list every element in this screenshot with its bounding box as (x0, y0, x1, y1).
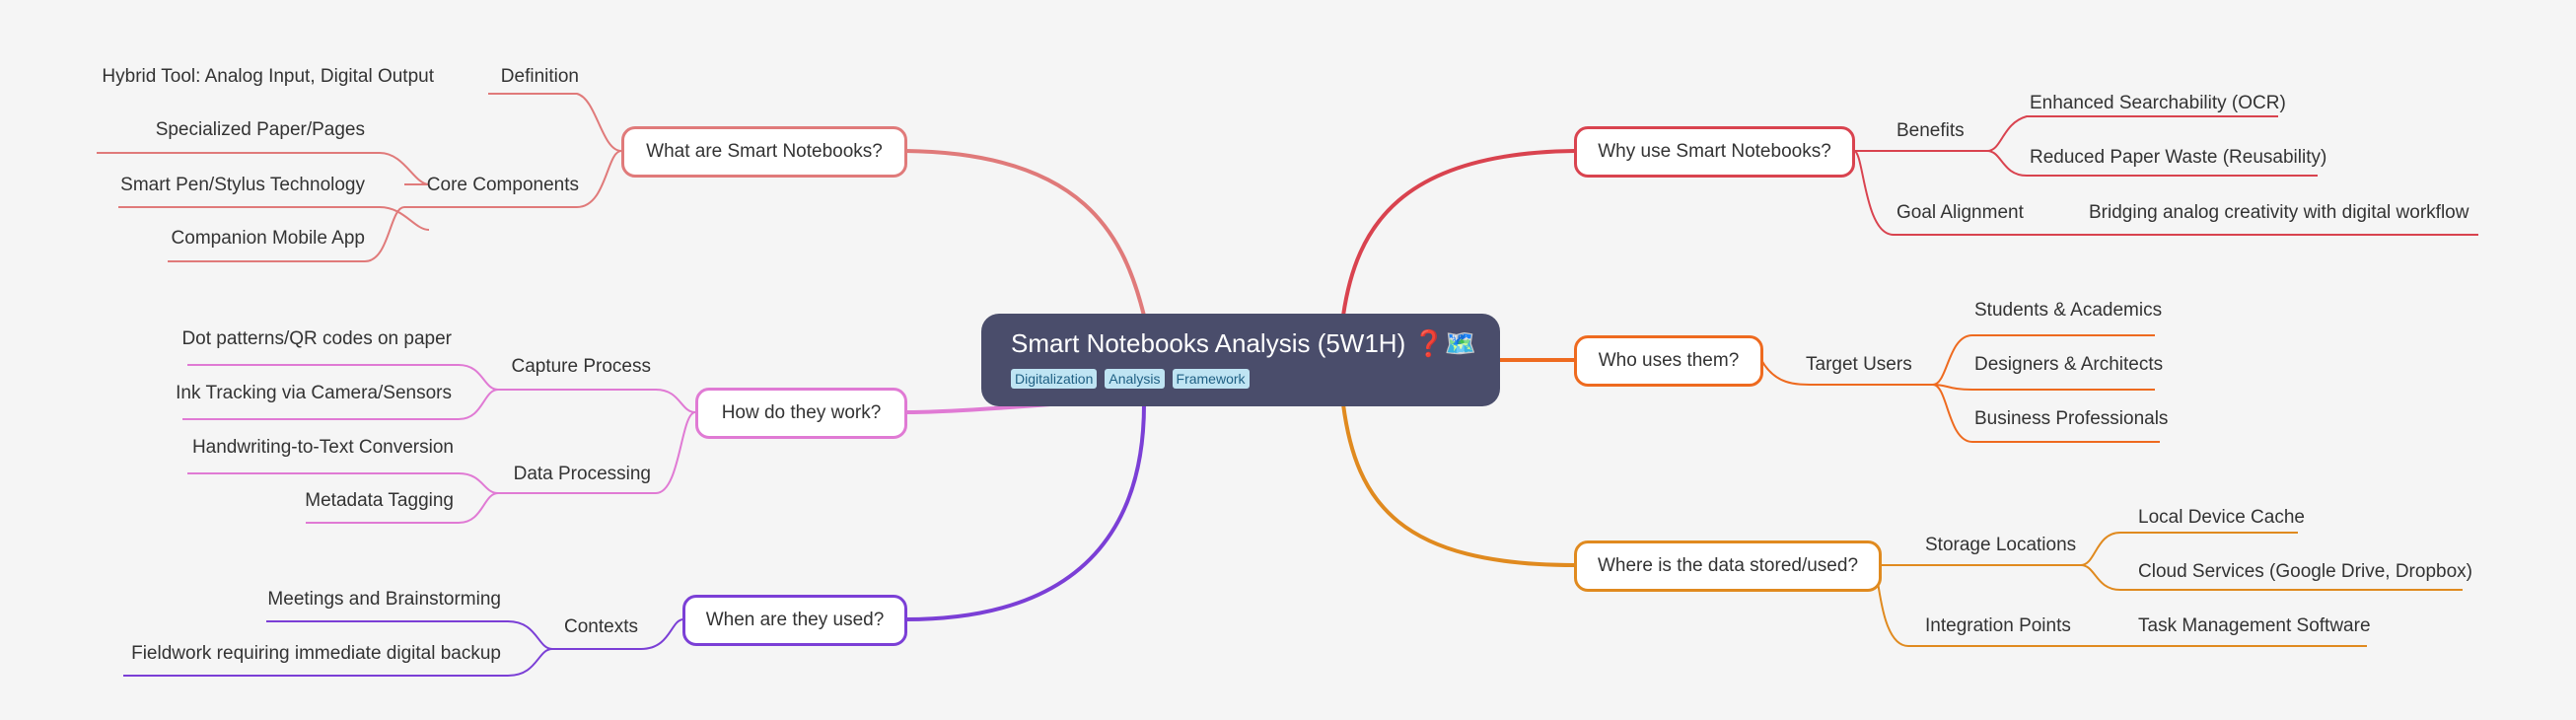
when-contexts-item[interactable]: Fieldwork requiring immediate digital ba… (131, 643, 501, 664)
connector-root-where (1341, 403, 1576, 567)
root-title: Smart Notebooks Analysis (5W1H) ❓🗺️ (1011, 328, 1477, 358)
why-goal[interactable]: Goal Alignment (1896, 202, 2024, 223)
how-capture-item[interactable]: Dot patterns/QR codes on paper (181, 328, 452, 349)
where-integration-item[interactable]: Task Management Software (2138, 615, 2371, 636)
branch-where-label: Where is the data stored/used? (1597, 555, 1859, 576)
how-capture[interactable]: Capture Process (511, 356, 651, 377)
branch-why-label: Why use Smart Notebooks? (1598, 141, 1831, 162)
why-benefits-item[interactable]: Reduced Paper Waste (Reusability) (2030, 147, 2327, 168)
where-storage-item[interactable]: Cloud Services (Google Drive, Dropbox) (2138, 561, 2472, 582)
branch-what-label: What are Smart Notebooks? (646, 141, 883, 162)
what-core-item[interactable]: Smart Pen/Stylus Technology (120, 175, 365, 195)
who-target[interactable]: Target Users (1806, 354, 1912, 375)
branch-how[interactable]: How do they work? (695, 388, 907, 439)
connector-root-why (1341, 149, 1576, 317)
where-storage[interactable]: Storage Locations (1925, 535, 2077, 555)
what-core-item[interactable]: Specialized Paper/Pages (155, 119, 365, 140)
who-target-item[interactable]: Business Professionals (1974, 408, 2169, 429)
branch-where[interactable]: Where is the data stored/used? (1574, 540, 1882, 592)
how-processing-item[interactable]: Metadata Tagging (305, 490, 454, 511)
root-node[interactable]: Smart Notebooks Analysis (5W1H) ❓🗺️ Digi… (981, 314, 1500, 406)
why-benefits-item[interactable]: Enhanced Searchability (OCR) (2030, 93, 2286, 113)
connector-root-when (904, 403, 1146, 621)
what-core-item[interactable]: Companion Mobile App (171, 228, 365, 249)
why-goal-item[interactable]: Bridging analog creativity with digital … (2089, 202, 2469, 223)
branch-when-label: When are they used? (705, 610, 885, 630)
how-capture-item[interactable]: Ink Tracking via Camera/Sensors (176, 383, 452, 403)
where-integration[interactable]: Integration Points (1925, 615, 2071, 636)
tag-digitalization[interactable]: Digitalization (1011, 369, 1098, 389)
branch-when[interactable]: When are they used? (682, 595, 907, 646)
what-definition-item[interactable]: Hybrid Tool: Analog Input, Digital Outpu… (102, 66, 434, 87)
what-definition[interactable]: Definition (500, 66, 579, 87)
branch-what[interactable]: What are Smart Notebooks? (621, 126, 907, 178)
tag-framework[interactable]: Framework (1172, 369, 1250, 389)
tag-analysis[interactable]: Analysis (1105, 369, 1165, 389)
root-tags: Digitalization Analysis Framework (1011, 369, 1500, 389)
where-storage-item[interactable]: Local Device Cache (2138, 507, 2305, 528)
branch-who-label: Who uses them? (1598, 350, 1740, 371)
branch-how-label: How do they work? (721, 402, 882, 423)
how-processing-item[interactable]: Handwriting-to-Text Conversion (191, 437, 454, 458)
when-contexts-item[interactable]: Meetings and Brainstorming (267, 589, 501, 610)
what-core[interactable]: Core Components (426, 175, 579, 195)
why-benefits[interactable]: Benefits (1896, 120, 1965, 141)
connector-root-what (904, 149, 1146, 317)
how-processing[interactable]: Data Processing (513, 464, 651, 484)
when-contexts[interactable]: Contexts (564, 616, 638, 637)
branch-who[interactable]: Who uses them? (1574, 335, 1763, 387)
who-target-item[interactable]: Students & Academics (1974, 300, 2163, 321)
who-target-item[interactable]: Designers & Architects (1974, 354, 2164, 375)
branch-why[interactable]: Why use Smart Notebooks? (1574, 126, 1855, 178)
